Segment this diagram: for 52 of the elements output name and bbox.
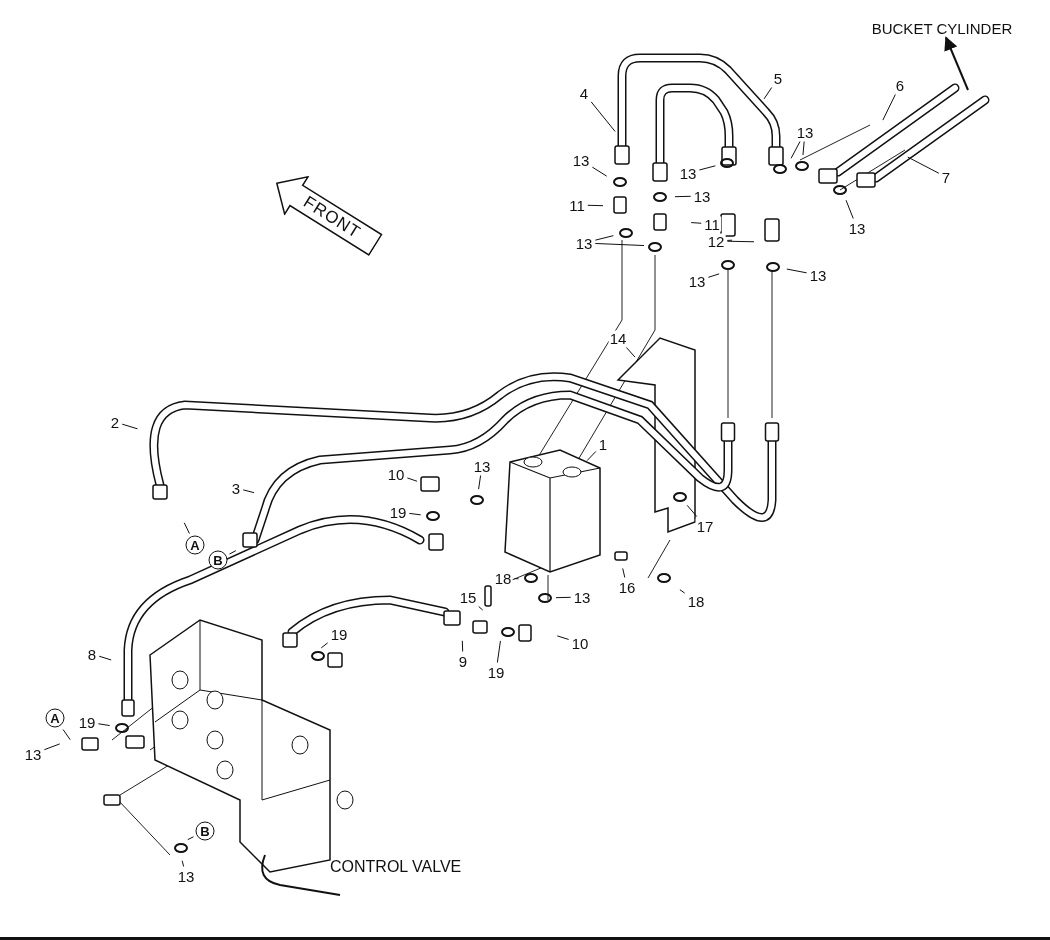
reference-letter: B [208, 550, 228, 570]
leader-line [556, 635, 570, 640]
leader-line [763, 87, 773, 100]
leader-line [802, 141, 805, 156]
leader-line [686, 504, 698, 517]
leader-line [478, 475, 482, 490]
leader-line [478, 606, 484, 611]
leader-line [586, 451, 597, 462]
leader-line [679, 589, 686, 594]
callout-number: 14 [608, 330, 628, 346]
leader-line [408, 512, 422, 516]
leader-line [786, 268, 808, 274]
leader-line [97, 723, 111, 727]
leader-line [229, 550, 237, 555]
leader-line [242, 489, 255, 494]
leader-line [183, 522, 190, 534]
leader-line [907, 156, 940, 174]
leader-line [587, 204, 604, 207]
leader-line [594, 243, 645, 247]
leader-line [121, 423, 138, 430]
leader-line [690, 222, 702, 224]
leader-line [461, 640, 464, 652]
leader-line [726, 239, 733, 241]
arrow [944, 36, 969, 91]
leader-line [674, 195, 692, 198]
leader-line [698, 165, 716, 171]
leader-line [496, 640, 501, 663]
leader-line [726, 240, 755, 243]
leader-line [43, 743, 61, 751]
part-label: CONTROL VALVE [330, 858, 462, 876]
leader-line [845, 199, 854, 219]
leader-line [320, 642, 329, 649]
leader-line [882, 94, 896, 121]
leader-line [790, 141, 801, 159]
reference-letter: A [45, 708, 65, 728]
leader-line [181, 860, 185, 867]
leader-line [622, 567, 626, 578]
callout-number: 12 [706, 233, 726, 249]
reference-letter: A [185, 535, 205, 555]
leader-line [590, 101, 616, 132]
leader-line [555, 596, 572, 599]
leader-line [62, 729, 71, 741]
leader-line [594, 235, 614, 241]
leader-line [625, 347, 636, 358]
leader-line [707, 273, 720, 278]
leader-line [591, 166, 608, 177]
leader-line [98, 655, 112, 661]
reference-letter: B [195, 821, 215, 841]
callout-number: 11 [703, 216, 721, 232]
leader-line [187, 836, 194, 841]
leader-line [406, 477, 418, 482]
leader-line [513, 578, 520, 580]
